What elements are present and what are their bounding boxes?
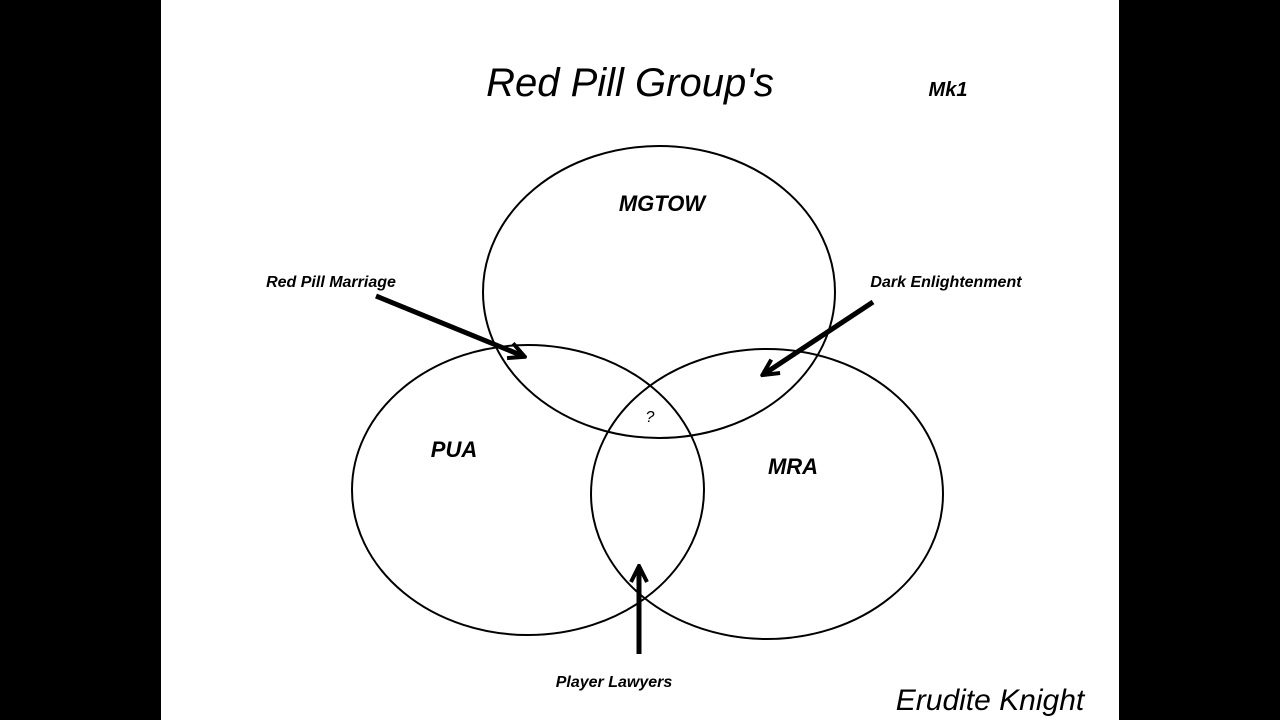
diagram-title: Red Pill Group's bbox=[486, 61, 774, 105]
annotation-red-pill-marriage: Red Pill Marriage bbox=[266, 274, 396, 291]
circle-mra bbox=[590, 348, 944, 640]
label-center-intersection: ? bbox=[646, 409, 655, 426]
author-credit: Erudite Knight bbox=[896, 684, 1086, 717]
annotation-dark-enlightenment: Dark Enlightenment bbox=[870, 274, 1022, 291]
annotation-player-lawyers: Player Lawyers bbox=[556, 674, 673, 691]
arrow-dark-enlightenment bbox=[764, 299, 875, 374]
label-mgtow: MGTOW bbox=[619, 191, 708, 216]
version-tag: Mk1 bbox=[929, 79, 968, 101]
label-pua: PUA bbox=[431, 437, 477, 462]
arrow-red-pill-marriage bbox=[375, 293, 523, 356]
label-mra: MRA bbox=[768, 454, 818, 479]
circle-mgtow bbox=[482, 145, 836, 439]
